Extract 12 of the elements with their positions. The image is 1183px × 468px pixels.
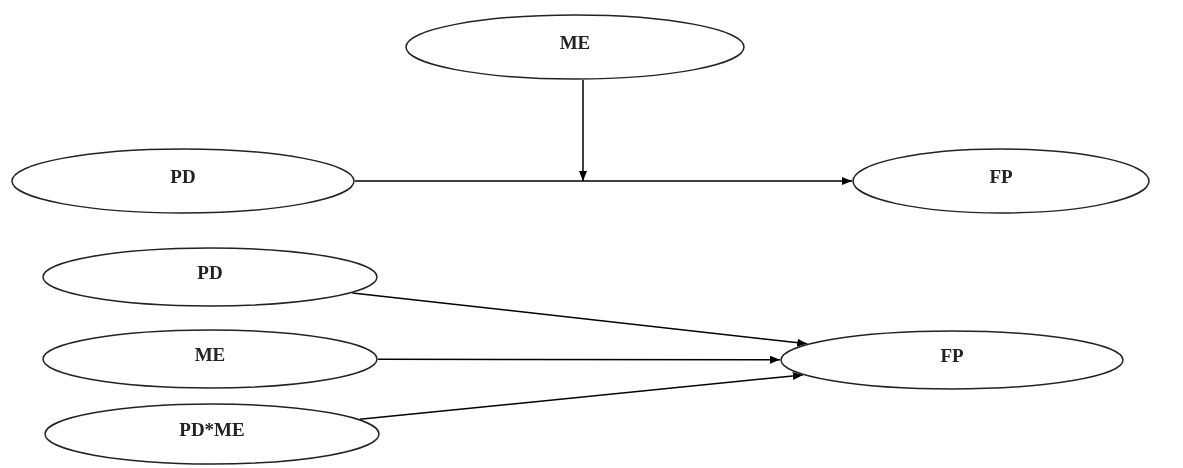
node-label: PD [197,262,223,284]
arrow [354,177,853,185]
node-label: ME [559,32,591,54]
arrow [579,79,587,182]
node-label: FP [989,166,1013,188]
node-label: PD*ME [179,419,245,441]
node-label: ME [194,344,226,366]
arrow [358,371,804,420]
node-label: PD [170,166,196,188]
arrow [351,292,808,347]
node-label: FP [940,345,964,367]
arrow [377,355,781,364]
